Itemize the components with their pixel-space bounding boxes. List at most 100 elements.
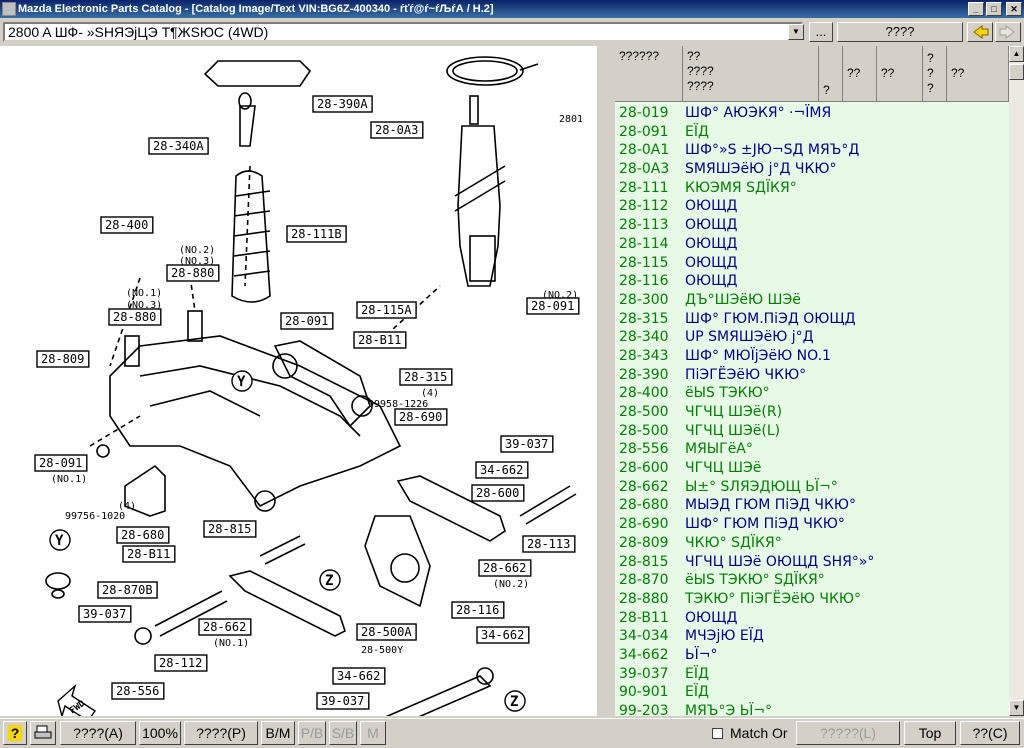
- callout-label[interactable]: 99958-1226: [368, 399, 428, 410]
- print-button[interactable]: [30, 721, 56, 745]
- btn-a[interactable]: ????(A): [60, 721, 136, 745]
- callout-label[interactable]: 2801: [559, 114, 583, 125]
- col-part-number[interactable]: ??????: [615, 46, 683, 102]
- callout-label[interactable]: 28-500A: [361, 625, 412, 639]
- close-button[interactable]: ✕: [1006, 2, 1022, 16]
- diagram-scrollbar[interactable]: [599, 46, 613, 716]
- callout-label[interactable]: 28-0A3: [375, 123, 418, 137]
- forward-button[interactable]: [995, 22, 1021, 42]
- callout-label[interactable]: (NO.3): [126, 300, 162, 311]
- col-d[interactable]: ??: [947, 46, 1009, 102]
- callout-label[interactable]: 39-037: [505, 437, 548, 451]
- callout-label[interactable]: 28-690: [399, 410, 442, 424]
- callout-label[interactable]: 28-091: [39, 456, 82, 470]
- sb-button[interactable]: S/B: [329, 721, 357, 745]
- callout-label[interactable]: 39-037: [83, 607, 126, 621]
- callout-label[interactable]: (NO.2): [179, 245, 215, 256]
- col-c[interactable]: ? ? ?: [923, 46, 947, 102]
- callout-label[interactable]: 28-809: [41, 352, 84, 366]
- callout-label[interactable]: 28-400: [105, 218, 148, 232]
- callout-label[interactable]: 99756-1020: [65, 511, 125, 522]
- callout-label[interactable]: (NO.1): [51, 474, 87, 485]
- back-button[interactable]: [967, 22, 993, 42]
- callout-label[interactable]: 28-870B: [102, 583, 153, 597]
- callout-label[interactable]: 28-390A: [317, 97, 368, 111]
- callout-label[interactable]: 28-112: [159, 656, 202, 670]
- callout-label[interactable]: 28-880: [171, 266, 214, 280]
- scroll-down-icon[interactable]: ▼: [1009, 700, 1024, 716]
- zoom-button[interactable]: 100%: [139, 721, 181, 745]
- bm-button[interactable]: B/M: [261, 721, 295, 745]
- help-button[interactable]: ?: [3, 721, 27, 745]
- callout-label[interactable]: 28-680: [121, 528, 164, 542]
- scroll-thumb[interactable]: [1009, 64, 1024, 80]
- callout-label[interactable]: 28-880: [113, 310, 156, 324]
- col-qty[interactable]: ?: [819, 46, 843, 102]
- callout-label[interactable]: 28-B11: [127, 547, 170, 561]
- callout-label[interactable]: 28-340A: [153, 139, 204, 153]
- minimize-button[interactable]: _: [968, 2, 984, 16]
- btn-p[interactable]: ????(P): [184, 721, 258, 745]
- search-button[interactable]: ????: [837, 22, 963, 42]
- callout-label[interactable]: 28-113: [527, 537, 570, 551]
- callout-label[interactable]: (NO.2): [542, 290, 578, 301]
- callout-label[interactable]: (NO.1): [126, 288, 162, 299]
- callout-label[interactable]: 28-315: [404, 370, 447, 384]
- pb-button[interactable]: P/B: [298, 721, 326, 745]
- callout-label[interactable]: 34-662: [481, 628, 524, 642]
- callout-label[interactable]: 28-556: [116, 684, 159, 698]
- callout-label[interactable]: 28-091: [285, 314, 328, 328]
- callout-label[interactable]: 34-662: [480, 463, 523, 477]
- col-b[interactable]: ??: [877, 46, 923, 102]
- callout-label[interactable]: 28-115A: [361, 303, 412, 317]
- btn-l[interactable]: ?????(L): [796, 721, 900, 745]
- callout-label[interactable]: (4): [421, 388, 439, 399]
- callout-label[interactable]: (NO.2): [493, 579, 529, 590]
- top-button[interactable]: Top: [904, 721, 956, 745]
- callout-label[interactable]: 28-B11: [358, 333, 401, 347]
- match-checkbox[interactable]: [712, 728, 723, 739]
- chevron-down-icon[interactable]: ▼: [788, 24, 804, 40]
- callout-label[interactable]: 28-662: [203, 620, 246, 634]
- parts-list-scrollbar[interactable]: ▲ ▼: [1009, 46, 1024, 716]
- callout-label[interactable]: 28-116: [456, 603, 499, 617]
- col-a[interactable]: ??: [843, 46, 877, 102]
- callout-label[interactable]: 34-662: [337, 669, 380, 683]
- callout-label[interactable]: 28-662: [483, 561, 526, 575]
- callout-label[interactable]: (4): [118, 501, 136, 512]
- m-button[interactable]: M: [360, 721, 386, 745]
- section-select[interactable]: 2800 A ШФ- »SHЯЭјЦЭ Т¶ЖSЮС (4WD): [3, 22, 803, 42]
- scroll-up-icon[interactable]: ▲: [1009, 46, 1024, 62]
- browse-button[interactable]: ...: [809, 22, 833, 42]
- callout-label[interactable]: 28-111B: [291, 227, 342, 241]
- callout-label[interactable]: (NO.3): [179, 256, 215, 267]
